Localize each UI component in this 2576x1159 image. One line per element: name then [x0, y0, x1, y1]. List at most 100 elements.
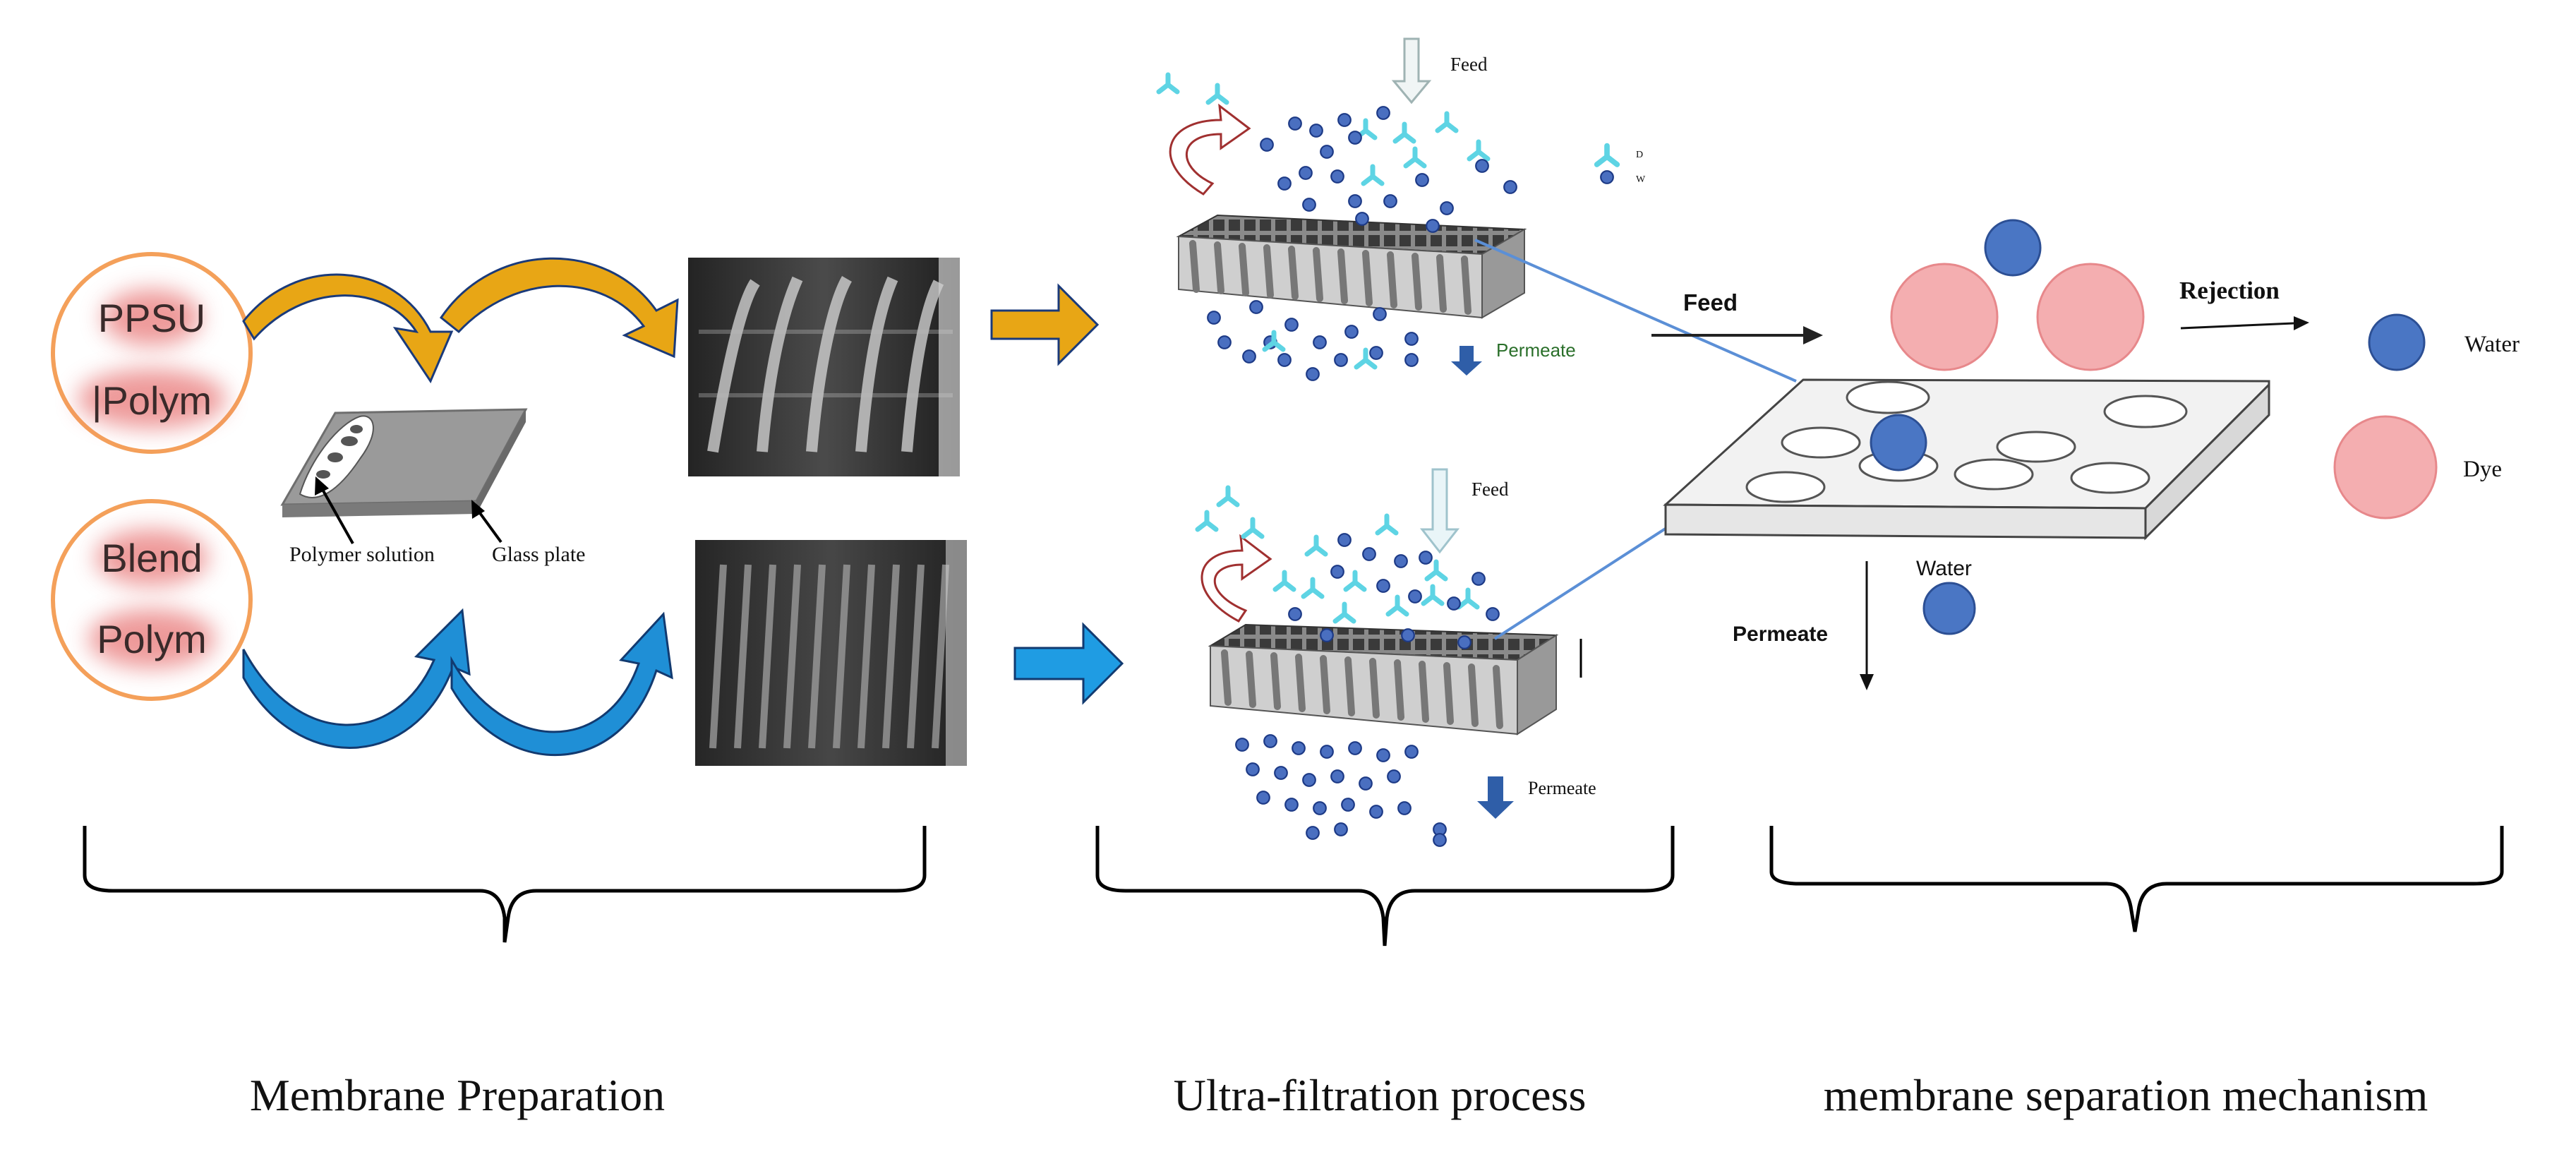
preparation-brace [83, 826, 927, 943]
water-molecule-icon [1341, 798, 1355, 812]
water-molecule-icon [1401, 628, 1415, 642]
water-molecule-icon [1217, 335, 1232, 349]
water-molecule-icon [1376, 748, 1390, 762]
water-molecule-icon [1408, 589, 1422, 603]
water-molecule-icon [1404, 332, 1419, 346]
water-molecule-icon [1457, 635, 1471, 649]
water-molecule-icon [1355, 212, 1369, 226]
water-molecule-icon [1330, 769, 1344, 783]
water-molecule-icon [1471, 572, 1486, 586]
separation-mechanism-section: Feed Water Rejection Permeate [1651, 219, 2520, 1120]
sem-image-top [688, 258, 960, 476]
mechanism-water-label: Water [1916, 557, 1972, 580]
uf-legend-dye: D [1636, 150, 1643, 160]
water-molecule-icon [1344, 325, 1359, 339]
water-molecule-icon [1277, 176, 1292, 191]
water-molecule-icon [1369, 346, 1383, 360]
water-molecule-icon [1288, 116, 1302, 131]
uf-bottom-permeate-label: Permeate [1528, 778, 1596, 798]
water-molecule-icon [1394, 554, 1408, 568]
casting-glass-plate: Polymer solution Glass plate [280, 408, 585, 566]
water-molecule-icon [1348, 741, 1362, 755]
water-molecule-icon [1397, 801, 1412, 815]
uf-molecules [1159, 75, 1517, 847]
ppsu-label: PPSU [98, 296, 206, 340]
mechanism-feed-label: Feed [1683, 289, 1738, 316]
stage-arrows [990, 283, 1124, 705]
water-molecule-icon [1337, 113, 1352, 127]
dye-molecule-icon [1304, 580, 1322, 596]
water-molecule-icon [1376, 106, 1390, 120]
dye-molecule-icon [1219, 488, 1237, 505]
membrane-preparation-section: PPSU |Polym Blend Polym [51, 252, 967, 1120]
stage-label-mechanism: membrane separation mechanism [1824, 1070, 2428, 1120]
dye-molecule-icon [1424, 587, 1442, 603]
dye-molecule-icon [1459, 590, 1477, 607]
water-molecule-icon [1415, 173, 1429, 187]
water-molecule-icon [1292, 741, 1306, 755]
water-molecule-icon [1337, 533, 1352, 547]
uf-bottom-feed-label: Feed [1471, 479, 1509, 500]
dye-molecule-icon [1335, 604, 1354, 621]
water-molecule-icon [1376, 579, 1390, 593]
water-molecule-icon [1313, 801, 1327, 815]
water-molecule-icon [1503, 180, 1517, 194]
uf-top-permeate-label: Permeate [1496, 340, 1576, 361]
water-molecule-icon [1447, 596, 1461, 611]
water-molecule-icon [1334, 353, 1348, 367]
polymer-solution-label: Polymer solution [289, 543, 435, 566]
water-molecule-icon [1288, 607, 1302, 621]
dye-molecule-icon [1159, 75, 1177, 92]
water-molecule-icon [1309, 124, 1323, 138]
dye-molecule-icon [1198, 512, 1216, 529]
dye-molecule-icon [1346, 572, 1364, 589]
dye-molecule-icon [1395, 124, 1414, 141]
ultrafiltration-section: Feed Permeate D W Feed Perme [1095, 37, 1797, 1120]
uf-bottom-membrane: Feed Permeate [1200, 468, 1596, 819]
water-molecule-icon [1383, 194, 1397, 208]
legend-dye-label: Dye [2463, 457, 2502, 482]
dye-molecule-icon [1307, 537, 1325, 554]
water-molecule-icon [1320, 628, 1334, 642]
water-molecule-icon [1440, 201, 1454, 215]
mechanism-rejection-label: Rejection [2179, 277, 2280, 304]
water-molecule-icon [1320, 145, 1334, 159]
gold-curved-arrows [242, 257, 679, 384]
water-molecule-icon [1320, 745, 1334, 759]
water-molecule-icon [1334, 822, 1348, 836]
dye-molecule-icon [1244, 520, 1262, 536]
water-molecule-icon [1207, 311, 1221, 325]
water-molecule-icon [1302, 198, 1316, 212]
blend-polymer-circle: Blend Polym [51, 499, 253, 701]
water-molecule-icon [1433, 833, 1447, 847]
water-molecule-icon [1330, 169, 1344, 184]
water-molecule-icon [1260, 138, 1274, 152]
dye-molecule-icon [1378, 516, 1396, 533]
dye-molecule-icon [1208, 85, 1227, 102]
dye-molecule-icon [1388, 597, 1407, 614]
water-molecule-icon [1404, 745, 1419, 759]
water-molecule-icon [1369, 805, 1383, 819]
water-molecule-icon [1256, 791, 1270, 805]
dye-molecule-icon [1427, 562, 1445, 579]
dye-molecule-icon [1275, 572, 1294, 589]
water-molecule-icon [1302, 773, 1316, 787]
water-molecule-icon [1249, 300, 1263, 314]
dye-molecule-icon [1438, 114, 1456, 131]
uf-top-membrane: Feed Permeate D W [1169, 37, 1646, 376]
uf-top-feed-label: Feed [1450, 54, 1488, 75]
blend-label: Blend [101, 536, 202, 580]
water-molecule-icon [1263, 734, 1277, 748]
sem-image-bottom [695, 540, 967, 766]
blue-curved-arrows [242, 608, 673, 756]
water-molecule-icon [1362, 547, 1376, 561]
water-molecule-icon [1242, 349, 1256, 364]
water-molecule-icon [1486, 607, 1500, 621]
uf-legend-water: W [1636, 174, 1646, 185]
stage-label-ultrafiltration: Ultra-filtration process [1174, 1070, 1587, 1120]
blend-polym-label: Polym [97, 617, 207, 661]
water-molecule-icon [1330, 565, 1344, 579]
water-molecule-icon [1348, 194, 1362, 208]
water-molecule-icon [1419, 551, 1433, 565]
legend-water-label: Water [2464, 332, 2520, 357]
